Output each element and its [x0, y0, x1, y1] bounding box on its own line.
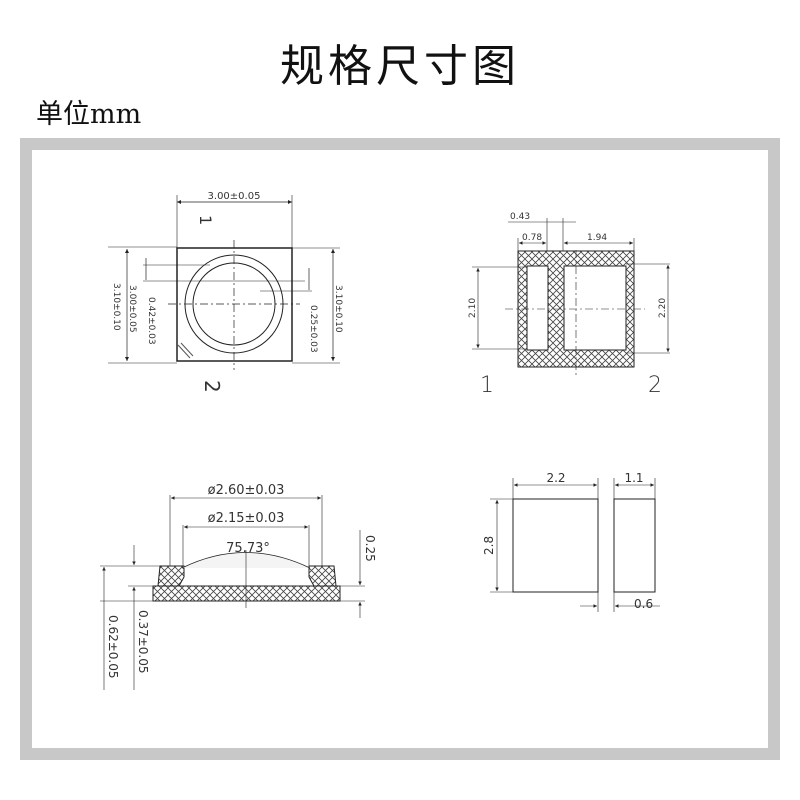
pad-height-dim: 2.8	[482, 536, 496, 555]
top-offset-dim: 0.42±0.03	[146, 297, 156, 345]
pad-2-window	[563, 265, 627, 351]
pad-view	[490, 478, 660, 612]
drawing-frame	[20, 138, 780, 760]
dim-043: 0.43	[510, 212, 530, 222]
pad-electrode	[613, 498, 656, 593]
top-left-height-dim: 3.00±0.05	[127, 285, 137, 333]
top-pin2-label: 2	[200, 380, 224, 393]
pad-electrode-width-dim: 1.1	[624, 471, 643, 485]
angle-dim: 75.73°	[226, 541, 270, 556]
dim-078: 0.78	[522, 233, 542, 243]
dim-210: 2.10	[468, 298, 478, 318]
package-outline	[176, 247, 293, 362]
pad-outline	[512, 498, 599, 593]
bottom-view	[472, 218, 670, 375]
pad-width-dim: 2.2	[546, 471, 565, 485]
top-ring-dim: 0.25±0.03	[308, 305, 318, 353]
top-view	[108, 195, 340, 370]
dim-025: 0.25	[363, 535, 377, 562]
dim-220: 2.20	[658, 298, 668, 318]
bottom-pin2-label: 2	[648, 373, 662, 398]
page-title: 规格尺寸图	[280, 41, 520, 92]
outer-diameter-dim: ø2.60±0.03	[208, 483, 285, 498]
side-view	[100, 495, 365, 690]
top-pin1-label: 1	[196, 215, 215, 225]
bottom-pin1-label: 1	[480, 373, 494, 398]
top-height-dim: 3.10±0.10	[333, 285, 343, 333]
dim-037: 0.37±0.05	[136, 610, 150, 674]
unit-label: 单位mm	[36, 99, 142, 130]
inner-diameter-dim: ø2.15±0.03	[208, 511, 285, 526]
pad-gap-dim: 0.6	[634, 597, 653, 611]
pad-1-window	[526, 265, 549, 351]
dim-062: 0.62±0.05	[106, 615, 120, 679]
side-base	[152, 585, 341, 602]
dim-194: 1.94	[587, 233, 607, 243]
top-width-dim: 3.00±0.05	[208, 191, 261, 202]
top-left-outer-dim: 3.10±0.10	[111, 283, 121, 331]
